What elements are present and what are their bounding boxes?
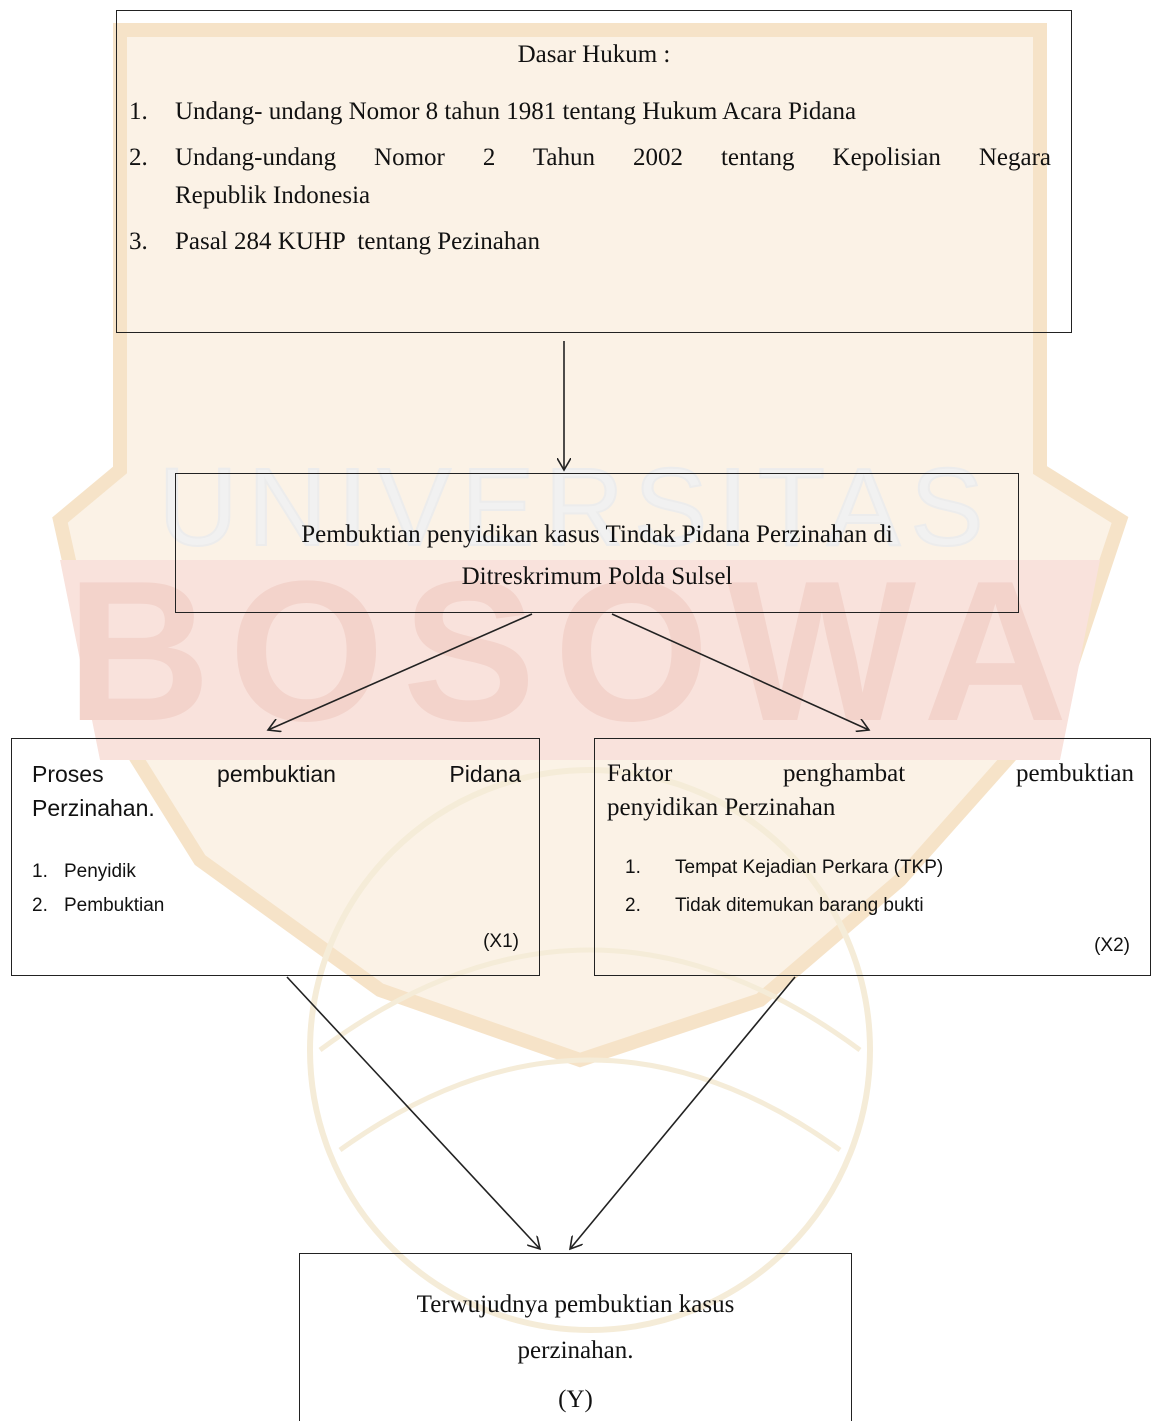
x1-heading-line2: Perzinahan. <box>32 795 155 821</box>
x2-heading-line2: penyidikan Perzinahan <box>607 794 836 821</box>
dasar-hukum-title: Dasar Hukum : <box>517 41 671 68</box>
x2-heading-line1: Faktor penghambat pembuktian <box>607 760 1134 787</box>
x2-box: Faktor penghambat pembuktian penyidikan … <box>594 738 1151 976</box>
y-line1: Terwujudnya pembuktian kasus <box>416 1291 735 1318</box>
list-item: 1. Undang- undang Nomor 8 tahun 1981 ten… <box>129 93 1051 131</box>
arrow-x1-to-y <box>286 976 540 1249</box>
watermark-globe-line <box>318 947 862 1053</box>
list-item: 2. Pembuktian <box>32 889 164 923</box>
watermark-text-bosowa: BOSOWA <box>66 540 1085 763</box>
dasar-hukum-box: Dasar Hukum : 1. Undang- undang Nomor 8 … <box>116 10 1072 333</box>
x1-heading-line1: Proses pembuktian Pidana <box>32 761 521 787</box>
x2-code: (X2) <box>1094 935 1130 956</box>
list-item-text: Pembuktian <box>64 895 165 916</box>
list-item-number: 2. <box>32 895 48 916</box>
list-item-text-line2: Republik Indonesia <box>175 182 371 209</box>
list-item-text: Penyidik <box>64 861 136 882</box>
y-box: Terwujudnya pembuktian kasus perzinahan.… <box>299 1253 852 1421</box>
list-item-text: Undang- undang Nomor 8 tahun 1981 tentan… <box>175 98 857 125</box>
watermark-shield <box>52 23 1129 1068</box>
arrow-pembuktian-to-x1 <box>268 613 533 730</box>
pembuktian-line1: Pembuktian penyidikan kasus Tindak Pidan… <box>301 521 893 548</box>
x1-list: 1. Penyidik 2. Pembuktian <box>32 855 164 923</box>
arrow-x2-to-y <box>570 976 796 1249</box>
pembuktian-line2: Ditreskrimum Polda Sulsel <box>461 563 733 590</box>
list-item: 3. Pasal 284 KUHP tentang Pezinahan <box>129 223 1051 261</box>
x1-code: (X1) <box>483 931 519 952</box>
arrow-pembuktian-to-x2 <box>611 613 869 730</box>
dasar-hukum-list: 1. Undang- undang Nomor 8 tahun 1981 ten… <box>129 93 1051 269</box>
list-item-number: 2. <box>129 144 148 171</box>
list-item-text: Tidak ditemukan barang bukti <box>675 895 924 916</box>
list-item: 2. Tidak ditemukan barang bukti <box>625 887 943 925</box>
list-item-number: 2. <box>625 895 641 916</box>
list-item-text: Pasal 284 KUHP tentang Pezinahan <box>175 228 540 255</box>
list-item: 1. Penyidik <box>32 855 164 889</box>
list-item-number: 3. <box>129 228 148 255</box>
y-line2: perzinahan. <box>517 1337 634 1364</box>
list-item-number: 1. <box>32 861 48 882</box>
list-item: 1. Tempat Kejadian Perkara (TKP) <box>625 849 943 887</box>
x1-box: Proses pembuktian Pidana Perzinahan. 1. P… <box>11 738 540 976</box>
list-item-text: Tempat Kejadian Perkara (TKP) <box>675 857 944 878</box>
y-code: (Y) <box>558 1386 593 1413</box>
pembuktian-box: Pembuktian penyidikan kasus Tindak Pidan… <box>175 473 1019 613</box>
watermark-globe <box>307 767 873 1333</box>
watermark-text-universitas: UNIVERSITAS <box>158 446 993 569</box>
list-item-number: 1. <box>625 857 641 878</box>
x2-list: 1. Tempat Kejadian Perkara (TKP) 2. Tidak … <box>625 849 943 925</box>
list-item-number: 1. <box>129 98 148 125</box>
watermark-globe-line-2 <box>338 1057 842 1153</box>
list-item: 2. Undang-undang Nomor 2 Tahun 2002 tent… <box>129 139 1051 215</box>
watermark-banner <box>60 560 1100 760</box>
list-item-text-line1: Undang-undang Nomor 2 Tahun 2002 tentang… <box>175 144 1051 171</box>
